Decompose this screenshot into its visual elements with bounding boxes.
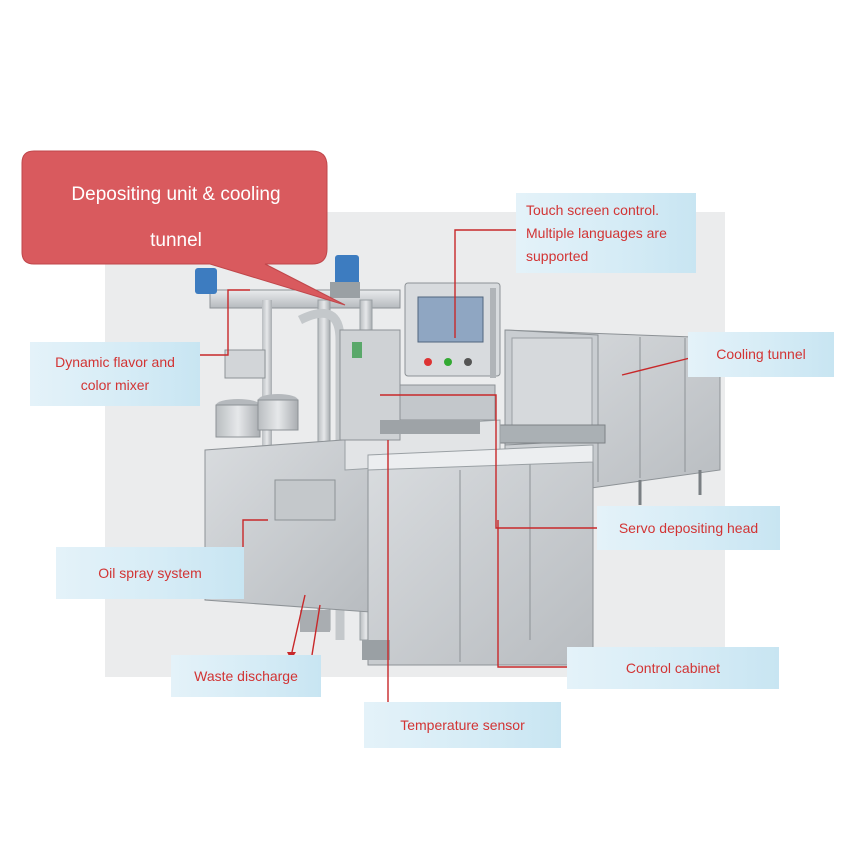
label-waste-discharge: Waste discharge (171, 655, 321, 697)
label-flavor-mixer: Dynamic flavor and color mixer (30, 342, 200, 406)
callout-title: Depositing unit & cooling tunnel (71, 184, 281, 251)
label-temperature-sensor: Temperature sensor (364, 702, 561, 748)
label-control-cabinet: Control cabinet (567, 647, 779, 689)
touch-screen-panel (404, 282, 501, 378)
label-oil-spray: Oil spray system (56, 547, 244, 599)
label-cooling-tunnel: Cooling tunnel (688, 332, 834, 377)
label-servo-head: Servo depositing head (597, 506, 780, 550)
label-touch-screen: Touch screen control. Multiple languages… (516, 193, 696, 273)
